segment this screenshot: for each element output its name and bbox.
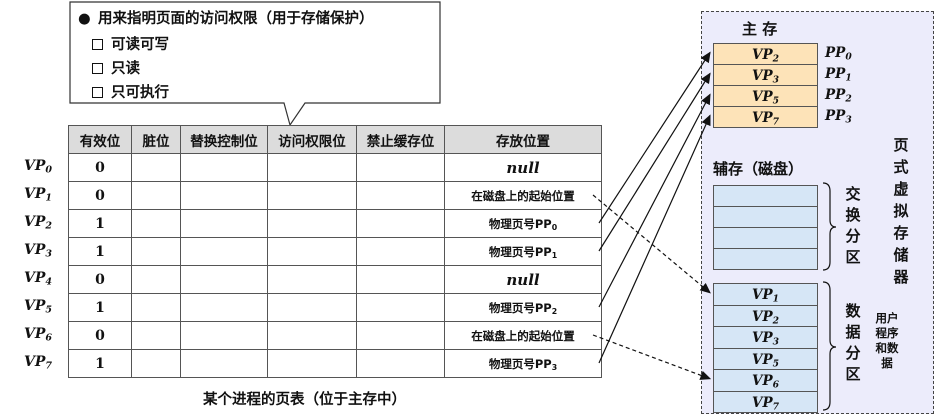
data-area-page: VP7 xyxy=(713,390,818,413)
column-header: 禁止缓存位 xyxy=(356,125,445,154)
page-to-frame-arrow xyxy=(598,72,711,252)
physical-page-label: PP0 xyxy=(825,45,852,63)
swap-area-label: 交换分区 xyxy=(845,185,861,266)
row-label: VP5 xyxy=(24,298,53,316)
empty-cell xyxy=(356,265,445,294)
column-header: 存放位置 xyxy=(444,125,602,154)
page-to-disk-arrow xyxy=(592,194,711,294)
virtual-memory-label: 页式虚拟存储器 xyxy=(893,136,909,286)
main-memory-frame: VP3 xyxy=(713,64,818,86)
empty-cell xyxy=(131,237,181,266)
secondary-storage-title: 辅存（磁盘） xyxy=(713,160,804,178)
empty-cell xyxy=(180,349,268,378)
callout-option-label: 只可执行 xyxy=(111,85,169,101)
empty-cell xyxy=(131,209,181,238)
swap-slot xyxy=(713,248,818,270)
data-brace xyxy=(822,281,837,411)
row-label: VP2 xyxy=(24,214,53,232)
callout-option-label: 只读 xyxy=(111,61,140,77)
column-header: 脏位 xyxy=(131,125,181,154)
physical-page-label: PP3 xyxy=(825,108,852,126)
main-memory-title: 主 存 xyxy=(742,20,778,38)
empty-cell xyxy=(180,153,268,182)
valid-bit: 1 xyxy=(68,209,132,238)
valid-bit: 1 xyxy=(68,349,132,378)
empty-cell xyxy=(180,293,268,322)
callout-option: 只读 xyxy=(78,56,140,82)
checkbox-icon xyxy=(92,39,103,50)
main-memory-frame: VP5 xyxy=(713,85,818,107)
swap-brace xyxy=(822,182,837,271)
page-to-frame-arrow xyxy=(598,114,711,364)
table-row: 1 物理页号PP3 xyxy=(68,349,602,378)
data-area-label: 数据分区 xyxy=(845,302,861,383)
checkbox-icon xyxy=(92,87,103,98)
storage-location: 物理页号PP3 xyxy=(444,349,602,378)
callout-option: 可读可写 xyxy=(78,32,169,58)
empty-cell xyxy=(267,209,357,238)
row-label: VP6 xyxy=(24,326,53,344)
physical-page-label: PP2 xyxy=(825,87,852,105)
checkbox-icon xyxy=(92,63,103,74)
physical-page-label: PP1 xyxy=(825,66,852,84)
empty-cell xyxy=(356,181,445,210)
data-area-page: VP2 xyxy=(713,304,818,327)
callout-heading: ●用来指明页面的访问权限（用于存储保护） xyxy=(78,11,374,27)
main-memory-frame: VP7 xyxy=(713,106,818,128)
page-table-caption: 某个进程的页表（位于主存中） xyxy=(203,392,406,408)
row-label: VP1 xyxy=(24,186,53,204)
callout-option-label: 可读可写 xyxy=(111,37,169,53)
empty-cell xyxy=(267,181,357,210)
valid-bit: 0 xyxy=(68,321,132,350)
data-area-note: 用户程序和数据 xyxy=(875,311,899,370)
page-to-disk-arrow xyxy=(592,334,712,380)
callout-option: 只可执行 xyxy=(78,80,169,106)
row-label: VP4 xyxy=(24,270,53,288)
valid-bit: 0 xyxy=(68,153,132,182)
empty-cell xyxy=(180,181,268,210)
page-to-frame-arrow xyxy=(598,93,711,308)
column-header: 有效位 xyxy=(68,125,132,154)
row-label: VP3 xyxy=(24,242,53,260)
empty-cell xyxy=(356,237,445,266)
empty-cell xyxy=(131,265,181,294)
empty-cell xyxy=(267,237,357,266)
valid-bit: 1 xyxy=(68,293,132,322)
empty-cell xyxy=(356,349,445,378)
row-label: VP7 xyxy=(24,354,53,372)
column-header: 访问权限位 xyxy=(267,125,357,154)
main-memory-frame: VP2 xyxy=(713,43,818,65)
row-label: VP0 xyxy=(24,158,53,176)
column-header: 替换控制位 xyxy=(180,125,268,154)
page-to-frame-arrow xyxy=(598,51,711,224)
storage-location: 在磁盘上的起始位置 xyxy=(444,181,602,210)
empty-cell xyxy=(131,349,181,378)
empty-cell xyxy=(131,181,181,210)
